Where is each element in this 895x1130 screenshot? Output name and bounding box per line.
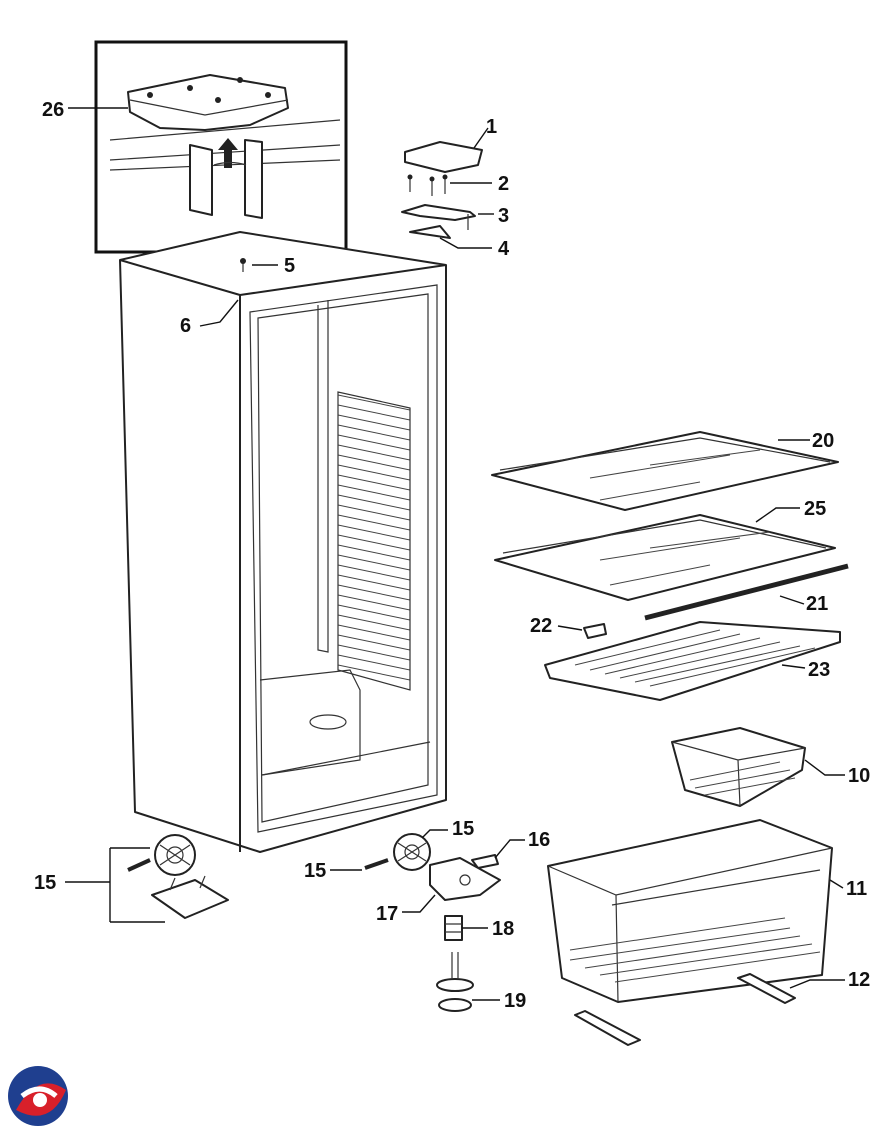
label-11: 11 [846, 878, 867, 900]
part-3-hinge-plate [401, 204, 476, 230]
label-17: 17 [376, 903, 398, 925]
label-22: 22 [530, 615, 552, 637]
label-12: 12 [848, 969, 870, 991]
part-25-glass-shelf [494, 514, 836, 601]
label-16: 16 [528, 829, 550, 851]
leader-lines [65, 107, 845, 1001]
part-22-clip [583, 623, 607, 639]
label-5: 5 [284, 255, 295, 277]
inset-detail-hinge [94, 40, 348, 254]
part-10-small-basket [671, 727, 806, 807]
part-23-drip-tray [544, 621, 841, 701]
part-2-screws [407, 174, 448, 196]
part-17-bracket [429, 857, 501, 901]
part-11-crisper-drawer [547, 819, 833, 1003]
part-5-screw [240, 258, 246, 272]
part-16-pin [471, 854, 499, 869]
part-15-wheel-assembly-left [127, 834, 229, 919]
part-12-rails [574, 973, 796, 1046]
evaporator-fins [337, 391, 411, 691]
part-1-cover [404, 141, 483, 173]
part-4-wedge [409, 225, 451, 239]
label-15-top: 15 [452, 818, 474, 840]
label-23: 23 [808, 659, 830, 681]
label-18: 18 [492, 918, 514, 940]
label-21: 21 [806, 593, 828, 615]
part-15-wheel-right [364, 833, 431, 871]
label-20: 20 [812, 430, 834, 452]
part-21-trim-strip [644, 563, 849, 621]
part-20-glass-shelf [491, 431, 839, 511]
cabinet [119, 231, 447, 853]
label-25: 25 [804, 498, 826, 520]
brand-logo-icon [8, 1066, 68, 1126]
label-15-left: 15 [34, 872, 56, 894]
label-10: 10 [848, 765, 870, 787]
label-19: 19 [504, 990, 526, 1012]
part-19-leveling-foot [436, 952, 474, 1012]
part-18-leveler-nut [444, 915, 463, 941]
label-6: 6 [180, 315, 191, 337]
label-4: 4 [498, 238, 510, 260]
label-1: 1 [486, 116, 497, 138]
up-arrow-icon [218, 138, 238, 168]
label-26: 26 [42, 99, 64, 121]
label-2: 2 [498, 173, 509, 195]
label-15-middle: 15 [304, 860, 326, 882]
label-3: 3 [498, 205, 509, 227]
part-labels: 26 1 2 3 4 5 6 20 25 21 22 23 10 11 12 1… [34, 99, 870, 1012]
